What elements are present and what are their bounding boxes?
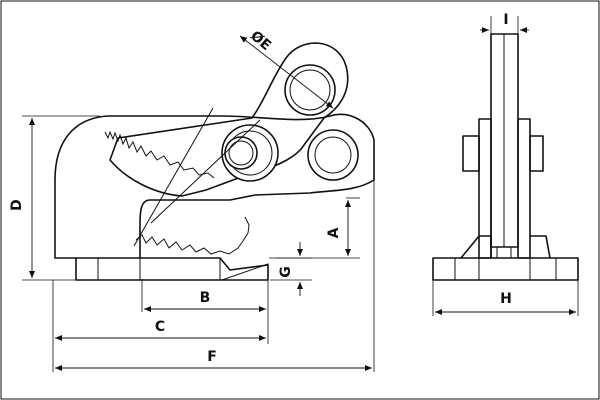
dimension-e-line bbox=[239, 35, 334, 109]
base-plate-inner-left bbox=[97, 258, 141, 280]
front-left-plate bbox=[478, 118, 492, 259]
label-g: G bbox=[278, 266, 294, 278]
right-pin-hole-inner bbox=[314, 136, 352, 174]
middle-pin-bore bbox=[224, 136, 258, 170]
label-i: I bbox=[503, 12, 508, 28]
middle-pin-bore-inner bbox=[228, 140, 254, 166]
label-f: F bbox=[207, 349, 217, 365]
dimension-labels: D B C F A G H I ØE bbox=[9, 12, 512, 365]
label-h: H bbox=[500, 291, 512, 307]
wedge-block bbox=[221, 263, 269, 281]
jaw-diagonal-line bbox=[133, 107, 214, 247]
label-a: A bbox=[326, 227, 342, 238]
dimension-lines bbox=[22, 16, 579, 372]
side-view bbox=[54, 42, 375, 281]
label-b: B bbox=[200, 290, 211, 306]
jaw-teeth-lower bbox=[135, 216, 250, 255]
front-center-block bbox=[496, 247, 512, 258]
front-base-steps bbox=[454, 258, 557, 280]
front-right-boss bbox=[529, 135, 544, 172]
label-c: C bbox=[155, 319, 165, 335]
label-d: D bbox=[9, 199, 25, 211]
front-view bbox=[432, 33, 579, 281]
base-plate bbox=[75, 257, 269, 281]
handle-diagonal-line bbox=[150, 119, 261, 224]
label-e: ØE bbox=[247, 28, 274, 54]
front-left-boss bbox=[462, 135, 480, 172]
jaw-teeth-upper bbox=[104, 130, 215, 179]
clamp-body-outline bbox=[54, 113, 375, 259]
front-base-shoulder bbox=[460, 235, 551, 259]
front-right-plate bbox=[517, 118, 531, 259]
